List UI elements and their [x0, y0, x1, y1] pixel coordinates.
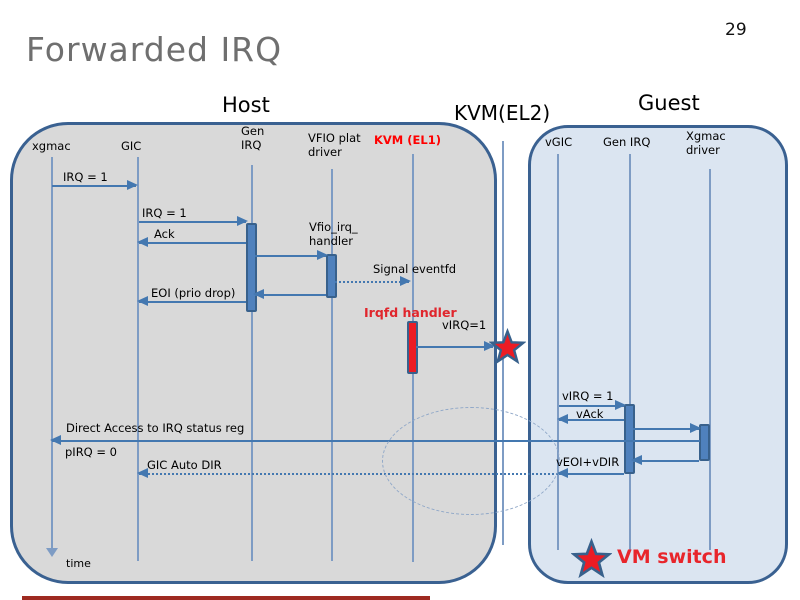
label-vfio-line2: driver [308, 144, 342, 159]
arrow-eoi-prio-drop [137, 296, 246, 306]
arrow-irq1-xgmac-to-gic [52, 180, 138, 190]
msg-label-pirq0: pIRQ = 0 [65, 445, 117, 459]
lifeline-gic [137, 157, 139, 561]
guest-container [528, 125, 788, 584]
msg-label-vack: vAck [576, 407, 604, 421]
page-title: Forwarded IRQ [26, 30, 283, 69]
msg-label-gic-auto-dir: GIC Auto DIR [147, 458, 222, 472]
label-xgmac-driver-line2: driver [686, 142, 720, 157]
msg-label-vfio-line1: Vfio_irq_ [309, 220, 358, 234]
activation-bar-gen-irq-guest [624, 404, 635, 474]
label-gic: GIC [121, 139, 142, 153]
label-gen-irq-host: Gen IRQ [241, 124, 265, 153]
arrow-irq1-gic-to-genirq [139, 216, 248, 226]
lifeline-vfio-plat-driver [331, 169, 333, 561]
msg-label-irq1-xgmac: IRQ = 1 [63, 170, 108, 184]
arrow-ack [137, 237, 246, 247]
highlight-ellipse [382, 407, 560, 515]
arrow-vfio-to-genirq [253, 289, 326, 299]
footer-accent-bar [22, 596, 430, 600]
arrow-vack [557, 414, 624, 424]
arrow-genirq-to-xgmac-driver [633, 423, 701, 433]
msg-label-vfio-irq-handler: Vfio_irq_ handler [309, 220, 358, 249]
arrow-virq1-to-el2 [416, 341, 495, 351]
label-vfio-line1: VFIO plat [308, 131, 361, 145]
lifeline-xgmac-driver [709, 169, 711, 550]
vm-switch-legend-star-icon [571, 538, 612, 579]
vm-switch-legend-label: VM switch [617, 546, 727, 568]
msg-label-eoi: EOI (prio drop) [151, 286, 236, 300]
label-gen-irq-host-line2: IRQ [241, 137, 262, 152]
label-gen-irq-guest: Gen IRQ [603, 135, 651, 149]
page-number: 29 [725, 20, 747, 40]
msg-label-signal-eventfd: Signal eventfd [373, 262, 457, 276]
arrow-veoi-vdir [557, 468, 624, 478]
msg-label-vfio-line2: handler [309, 233, 353, 248]
msg-label-irqfd-handler: Irqfd handler [364, 305, 457, 320]
msg-label-virq1-guest: vIRQ = 1 [562, 389, 614, 403]
lifeline-xgmac [51, 157, 53, 548]
msg-label-virq1-el2: vIRQ=1 [442, 318, 487, 332]
host-container [10, 122, 497, 584]
label-gen-irq-host-line1: Gen [241, 124, 265, 138]
lifeline-gen-irq-host [251, 165, 253, 561]
msg-label-veoi-vdir: vEOI+vDIR [556, 455, 620, 469]
arrow-signal-eventfd [335, 276, 411, 286]
kvm-el2-section-label: KVM(EL2) [454, 101, 551, 125]
label-xgmac: xgmac [32, 139, 71, 153]
lifeline-vgic [557, 154, 559, 550]
arrow-direct-access [50, 435, 700, 445]
label-xgmac-driver: Xgmac driver [686, 129, 726, 158]
msg-label-direct-access: Direct Access to IRQ status reg [66, 421, 245, 435]
host-section-label: Host [222, 93, 270, 117]
label-xgmac-driver-line1: Xgmac [686, 129, 726, 143]
lifeline-gen-irq-guest [629, 154, 631, 550]
label-vfio-plat-driver: VFIO plat driver [308, 131, 361, 160]
time-axis-arrowhead-icon [46, 548, 58, 557]
msg-label-irq1-gic: IRQ = 1 [142, 206, 187, 220]
vm-switch-star-icon [489, 328, 526, 365]
arrow-genirq-to-vfio [255, 250, 328, 260]
guest-section-label: Guest [638, 91, 700, 115]
msg-label-time: time [66, 557, 91, 570]
activation-bar-vfio [326, 254, 337, 298]
label-kvm-el1: KVM (EL1) [374, 133, 441, 147]
activation-bar-xgmac-driver [699, 424, 710, 461]
arrow-gic-auto-dir [137, 468, 558, 478]
label-vgic: vGIC [545, 135, 573, 149]
activation-bar-gen-irq-host [246, 223, 257, 312]
arrow-xgmac-driver-to-genirq [631, 455, 699, 465]
msg-label-ack: Ack [154, 227, 175, 241]
arrow-virq1-vgic-to-genirq [559, 400, 626, 410]
